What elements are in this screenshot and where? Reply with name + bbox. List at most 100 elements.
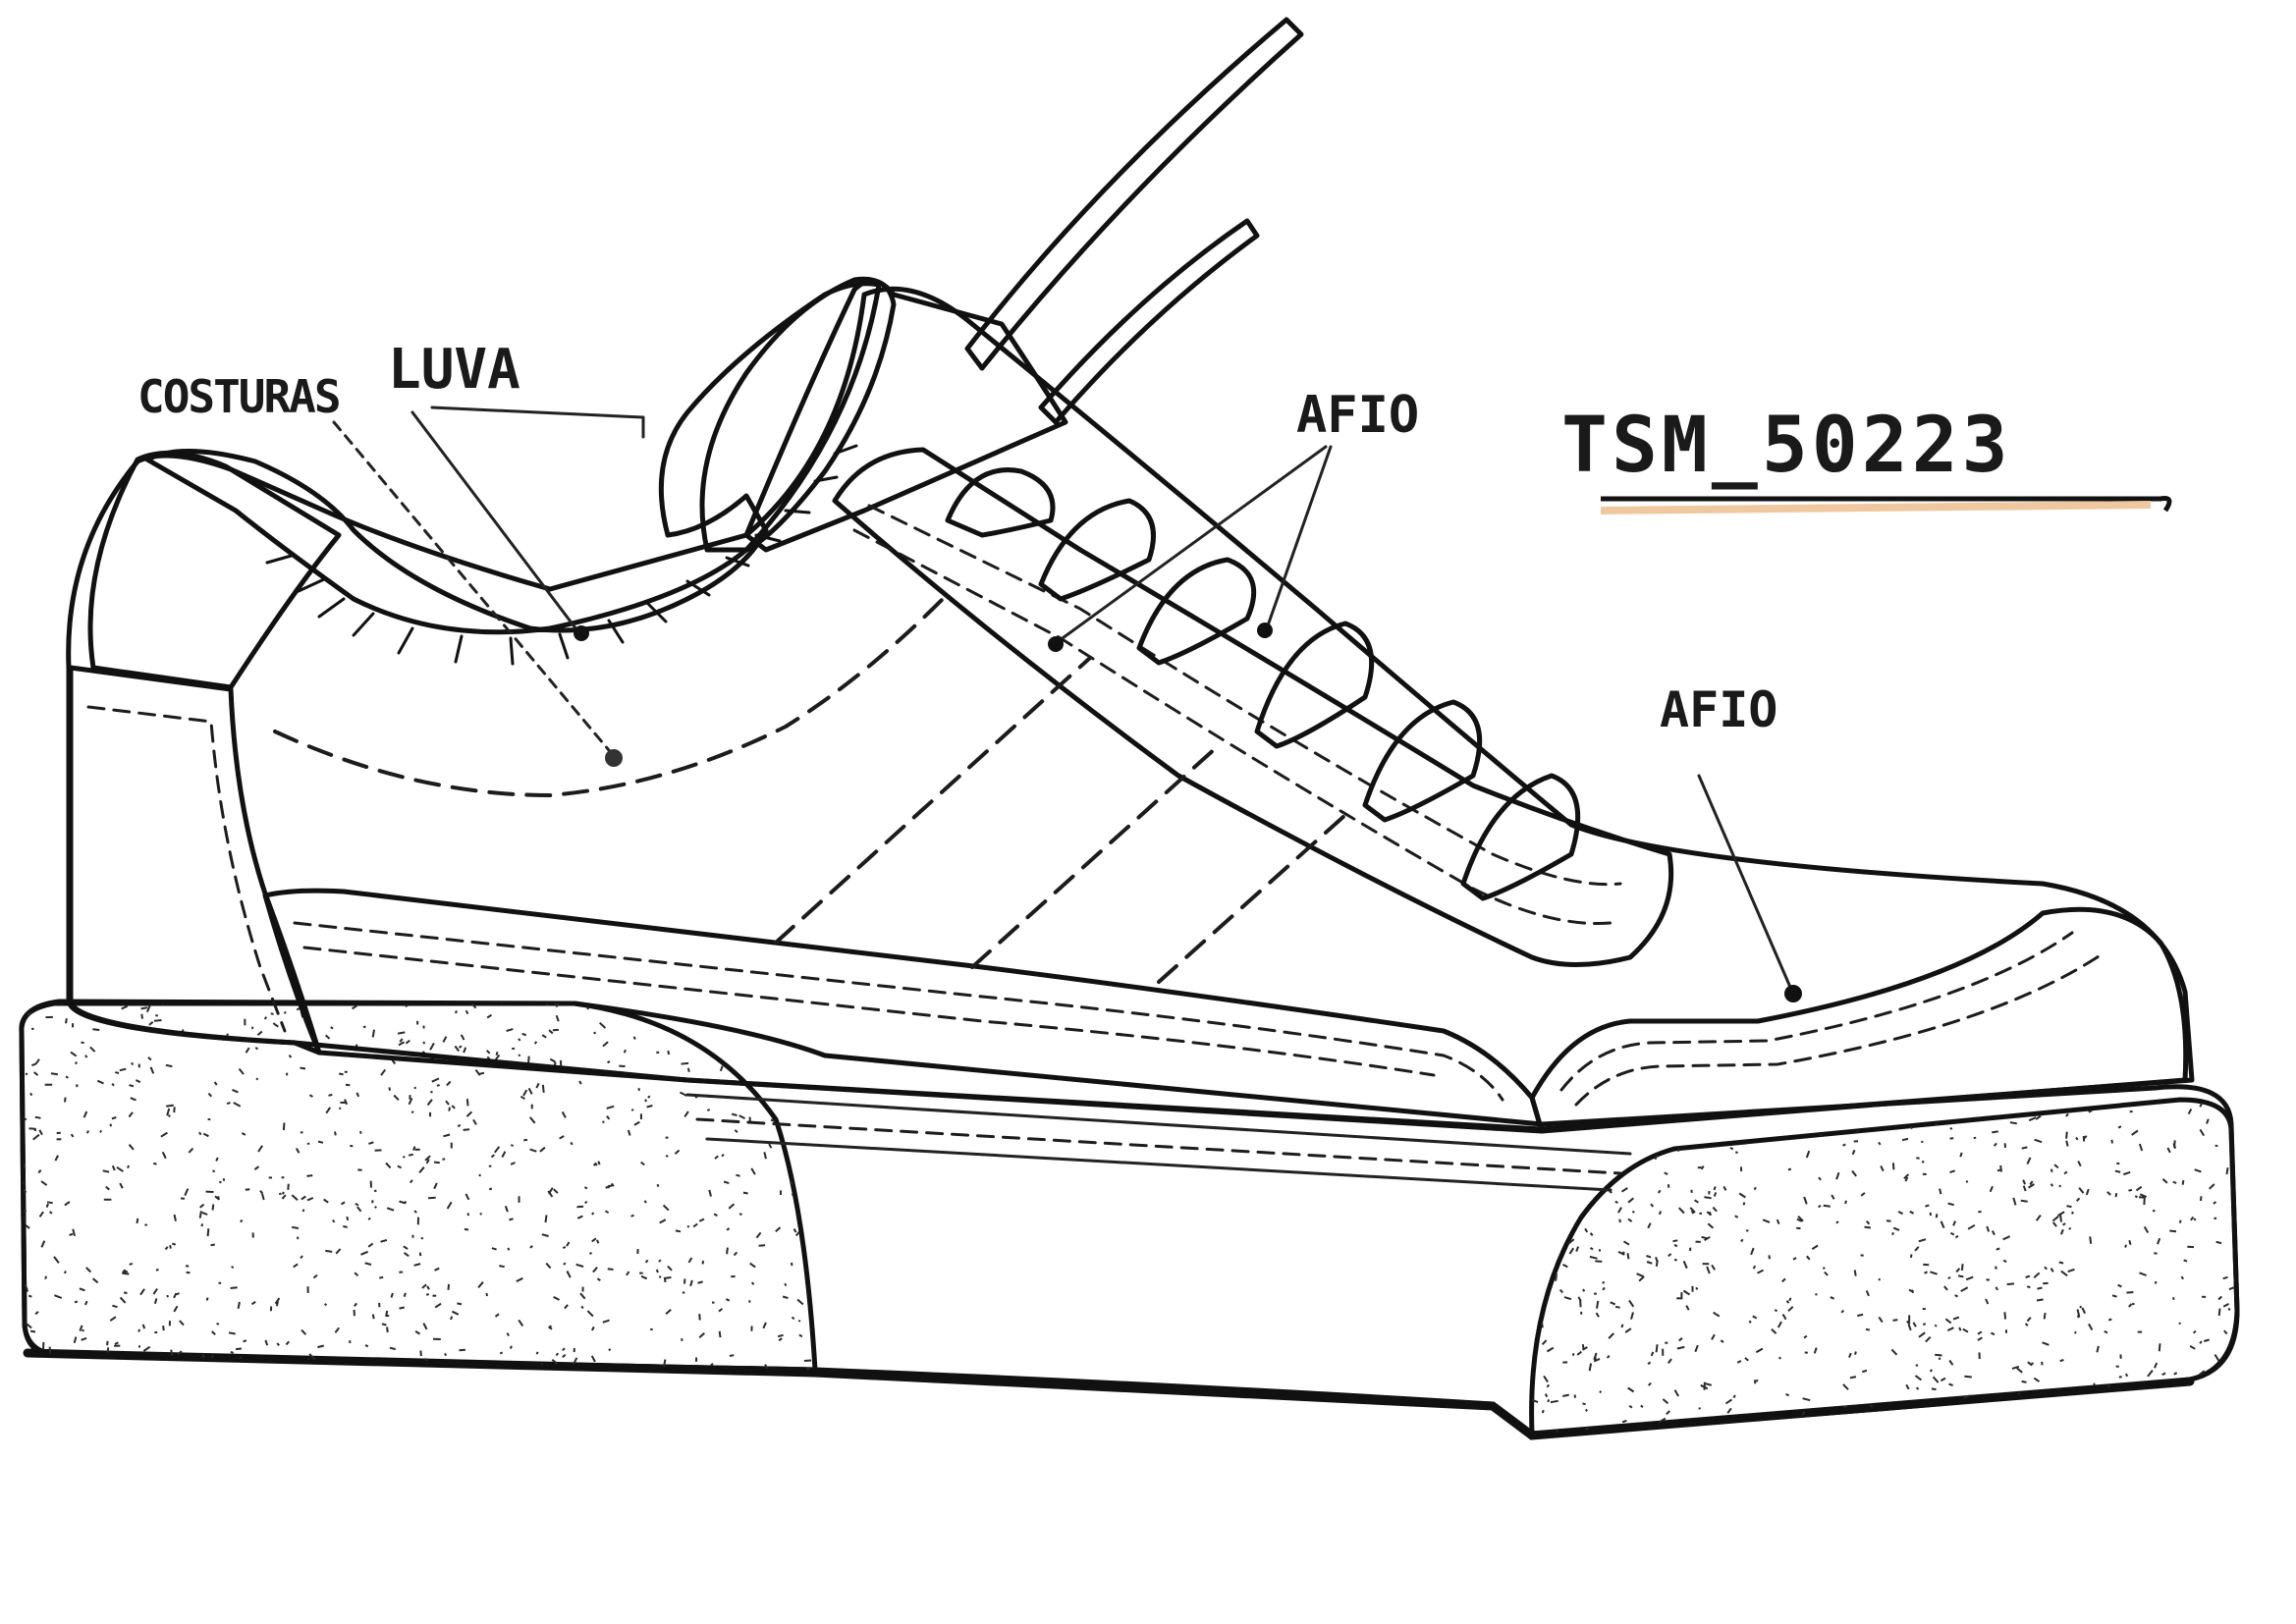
sole-speckle [210,1243,215,1247]
sole-speckle [541,1034,547,1039]
sole-speckle [451,1105,456,1110]
sole-speckle [2059,1215,2062,1222]
sole-speckle [2089,1236,2093,1244]
sole-speckle [2199,1102,2204,1108]
label-stitching: COSTURAS [137,370,340,423]
sole-speckle [385,1162,392,1169]
sole-speckle [680,1091,687,1097]
sole-speckle [457,1123,462,1128]
sole-speckle [40,1180,48,1186]
sole-speckle [2037,1286,2043,1290]
shoelace-icon [1038,218,1260,425]
sole-speckle [399,1306,406,1310]
sole-speckle [276,1342,280,1347]
sole-speckle [1835,1171,1840,1180]
sole-speckle [1965,1180,1969,1183]
sole-speckle [728,1203,736,1210]
sole-speckle [1732,1394,1736,1399]
sole-speckle [1736,1100,1740,1102]
sole-speckle [1824,1271,1829,1276]
sole-speckle [63,1271,67,1274]
sole-speckle [2209,1183,2215,1190]
sole-speckle [2189,1344,2196,1350]
sole-speckle [455,1009,458,1014]
sole-speckle [1651,1109,1658,1113]
sole-speckle [777,1333,784,1338]
sole-speckle [539,1146,546,1153]
sole-speckle [129,1084,135,1088]
sole-speckle [2088,1110,2093,1113]
sole-speckle [2025,1274,2031,1278]
sole-speckle [1555,1156,1558,1160]
sole-speckle [1589,1247,1594,1251]
sole-speckle [551,1359,559,1365]
sole-speckle [643,1200,647,1204]
sole-speckle [1734,1215,1739,1218]
sole-speckle [96,1079,104,1085]
sole-speckle [308,1353,316,1361]
sole-speckle [1934,1435,1936,1440]
sole-speckle [1536,1232,1541,1237]
sole-speckle [115,1071,120,1074]
sole-speckle [173,1214,177,1221]
sole-speckle [1685,1305,1690,1311]
sole-speckle [2065,1140,2069,1147]
sole-speckle [819,1013,820,1020]
sole-speckle [2173,1386,2178,1391]
sole-speckle [82,1328,84,1332]
sole-speckle [343,1225,348,1228]
sole-speckle [663,1359,667,1367]
sole-speckle [1947,1276,1951,1279]
sole-speckle [38,1211,44,1218]
sole-speckle [380,1068,387,1076]
sole-speckle [436,1083,440,1087]
sole-speckle [40,1240,46,1248]
sole-speckle [1738,1192,1746,1199]
sole-speckle [607,1268,614,1271]
sole-speckle [2050,1183,2054,1187]
sole-speckle [414,1330,421,1335]
sole-speckle [228,1331,236,1335]
sole-speckle [119,1182,124,1189]
sole-speckle [1842,1383,1849,1390]
sole-speckle [65,1018,68,1024]
sole-speckle [2152,1209,2156,1213]
annotation-arrow-icon [1265,445,1333,630]
sole-speckle [362,1025,366,1029]
sole-speckle [1776,1118,1783,1122]
sole-speckle [2049,1410,2053,1417]
sole-speckle [161,1003,165,1005]
sole-speckle [1729,1146,1734,1151]
sole-speckle [421,1283,427,1289]
sole-speckle [2050,1268,2054,1272]
sole-speckle [796,1298,804,1306]
sole-speckle [1917,1419,1923,1424]
sole-speckle [2166,1147,2171,1154]
sole-speckle [2204,1338,2210,1342]
sole-speckle [1566,1238,1575,1245]
sole-speckle [131,1061,134,1065]
sole-speckle [147,1056,152,1061]
sole-speckle [413,1263,421,1267]
sole-speckle [1726,1407,1732,1414]
sole-speckle [1631,1210,1635,1214]
sole-speckle [2017,1392,2021,1395]
sole-speckle [144,1223,148,1226]
sole-speckle [1831,1194,1835,1200]
sole-speckle [1646,1255,1652,1259]
sole-speckle [422,1323,428,1330]
sole-speckle [1955,1268,1961,1273]
sole-speckle [561,1110,567,1118]
sole-speckle [2114,1435,2118,1437]
sole-speckle [1579,1299,1582,1308]
sole-speckle [1914,1246,1920,1252]
sole-speckle [1650,1203,1655,1208]
sole-speckle [726,1247,729,1255]
sole-speckle [2016,1367,2023,1374]
sole-speckle [667,1265,673,1272]
sole-speckle [2215,1240,2222,1245]
sole-speckle [300,1066,306,1070]
sole-speckle [240,1218,244,1223]
sole-speckle [1655,1260,1659,1268]
sole-speckle [1851,1149,1856,1156]
